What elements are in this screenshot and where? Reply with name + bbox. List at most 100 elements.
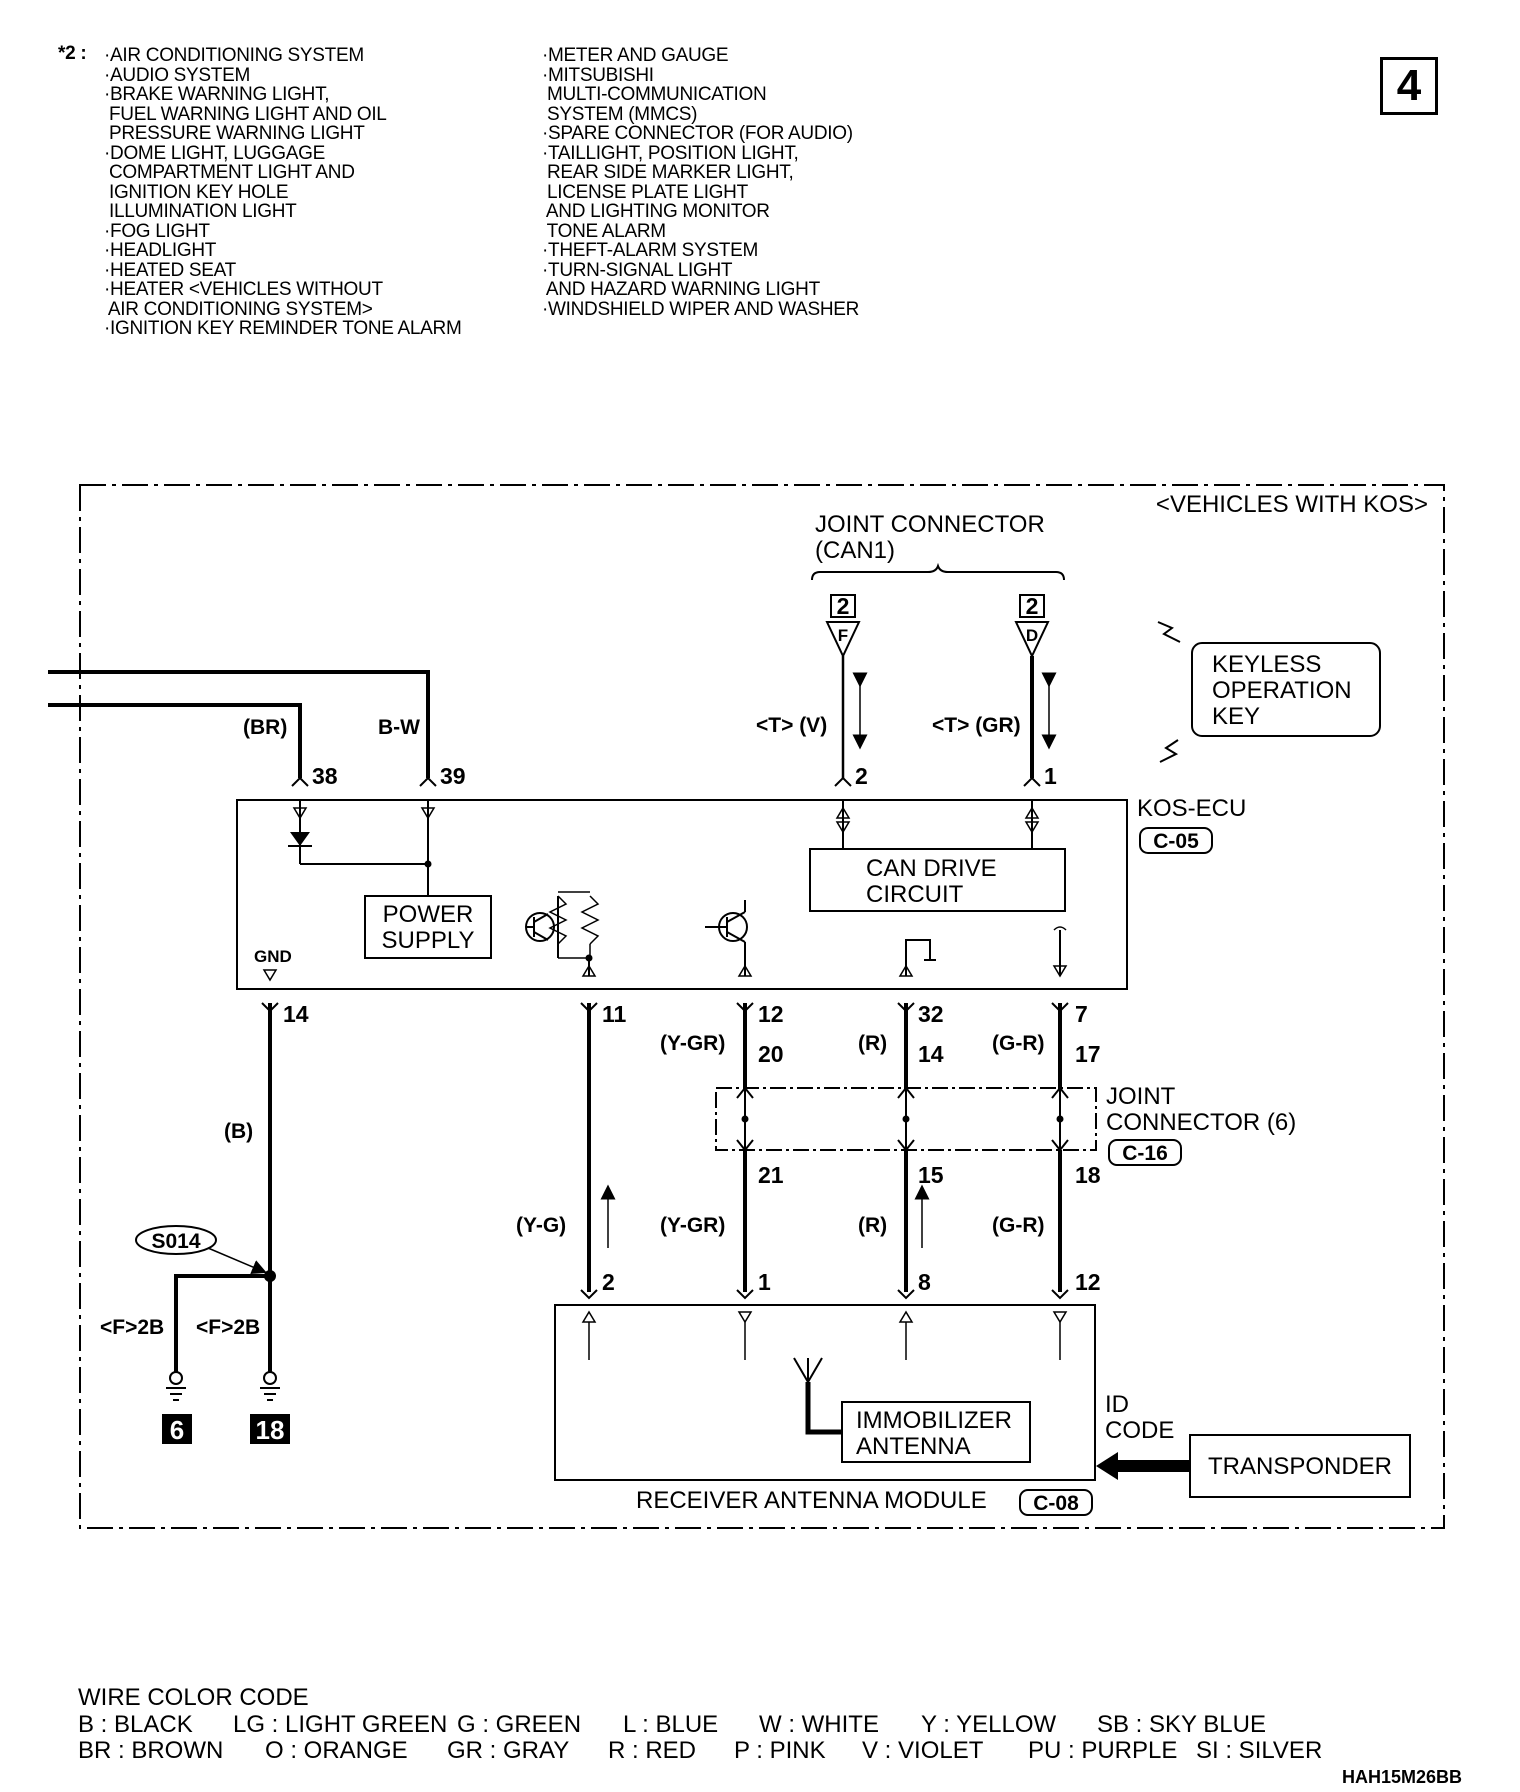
note-item: ·AUDIO SYSTEM xyxy=(104,64,251,86)
can-drive-line2: CIRCUIT xyxy=(866,881,964,908)
wire-label-r-low: (R) xyxy=(858,1214,887,1237)
note-item: REAR SIDE MARKER LIGHT, xyxy=(542,162,794,183)
ground-icon xyxy=(166,1371,186,1401)
receiver-label: RECEIVER ANTENNA MODULE xyxy=(636,1487,987,1514)
ground-a-label: <F>2B xyxy=(100,1316,164,1339)
joint6-pins xyxy=(736,1086,1069,1152)
pin-12: 12 xyxy=(758,1001,784,1027)
jpin-14: 14 xyxy=(918,1041,944,1067)
keyless-line1: KEYLESS xyxy=(1212,651,1321,678)
gnd-label: GND xyxy=(254,947,292,966)
legend-item: PU : PURPLE xyxy=(1028,1737,1178,1764)
note-item: TONE ALARM xyxy=(542,220,666,242)
note-item: COMPARTMENT LIGHT AND xyxy=(104,162,355,183)
transponder-box xyxy=(1189,1434,1411,1498)
note-item: ·HEADLIGHT xyxy=(104,240,217,261)
legend-item: LG : LIGHT GREEN xyxy=(233,1711,448,1738)
power-supply-line1: POWER xyxy=(383,901,474,928)
transponder-label: TRANSPONDER xyxy=(1208,1453,1392,1480)
joint6-line2: CONNECTOR (6) xyxy=(1106,1109,1296,1136)
jpin-20: 20 xyxy=(758,1041,784,1067)
note-item: ·SPARE CONNECTOR (FOR AUDIO) xyxy=(542,123,853,144)
page-number-box: 4 xyxy=(1380,57,1438,115)
note-item: ·THEFT-ALARM SYSTEM xyxy=(542,240,758,261)
wire-label-ygr-top: (Y-GR) xyxy=(660,1032,725,1055)
legend-item: L : BLUE xyxy=(623,1711,719,1738)
legend-item: R : RED xyxy=(608,1737,697,1764)
note-list-left: ·AIR CONDITIONING SYSTEM ·AUDIO SYSTEM ·… xyxy=(104,46,462,339)
legend-item: G : GREEN xyxy=(457,1711,582,1738)
jpin-15: 15 xyxy=(918,1162,944,1188)
brace xyxy=(811,562,1065,581)
pin-f: F xyxy=(838,626,848,645)
variant-label: <VEHICLES WITH KOS> xyxy=(1156,491,1428,518)
wire-label-gr-low: (G-R) xyxy=(992,1214,1044,1237)
note-item: IGNITION KEY HOLE xyxy=(104,181,289,203)
keyless-key-box xyxy=(1191,642,1381,737)
legend-row-2: BR : BROWN O : ORANGE GR : GRAY R : RED … xyxy=(78,1737,1498,1765)
receiver-code: C-08 xyxy=(1033,1492,1079,1515)
legend-item: BR : BROWN xyxy=(78,1737,224,1764)
power-supply-box xyxy=(364,895,492,959)
wire-label-bw: B-W xyxy=(378,716,420,739)
ground-a-num: 6 xyxy=(170,1415,184,1445)
keyless-line2: OPERATION xyxy=(1212,677,1352,704)
joint-can1-title: JOINT CONNECTOR xyxy=(815,511,1045,538)
legend-title: WIRE COLOR CODE xyxy=(78,1684,309,1711)
note-item: ·WINDSHIELD WIPER AND WASHER xyxy=(542,298,860,320)
legend-item: SB : SKY BLUE xyxy=(1097,1711,1266,1738)
kos-ecu-code: C-05 xyxy=(1153,830,1199,853)
note-item: ·HEATED SEAT xyxy=(104,259,236,281)
note-item: ·TAILLIGHT, POSITION LIGHT, xyxy=(542,142,799,164)
joint6-code-box xyxy=(1108,1139,1182,1166)
immobilizer-line2: ANTENNA xyxy=(856,1433,971,1460)
legend-item: B : BLACK xyxy=(78,1711,193,1738)
legend-row-1: B : BLACK LG : LIGHT GREEN G : GREEN L :… xyxy=(78,1711,1498,1739)
joint6-code: C-16 xyxy=(1122,1142,1168,1165)
note-marker: *2 : xyxy=(58,43,87,64)
jpin-21: 21 xyxy=(758,1162,784,1188)
note-item: PRESSURE WARNING LIGHT xyxy=(104,123,365,144)
resistor-icon xyxy=(548,895,568,945)
wire-bw xyxy=(48,670,430,778)
can-drive-line1: CAN DRIVE xyxy=(866,855,997,882)
rpin-12: 12 xyxy=(1075,1269,1101,1295)
legend-item: P : PINK xyxy=(734,1737,826,1764)
antenna-icon xyxy=(793,1357,823,1384)
kos-ecu-box xyxy=(236,799,1128,990)
note-item: LICENSE PLATE LIGHT xyxy=(542,181,748,203)
note-item: ·MITSUBISHI xyxy=(542,64,654,86)
radio-wave-icon xyxy=(1157,621,1181,643)
legend-item: Y : YELLOW xyxy=(921,1711,1057,1738)
kos-ecu-code-box xyxy=(1139,827,1213,854)
jpin-17: 17 xyxy=(1075,1041,1101,1067)
figure-id: HAH15M26BB xyxy=(1341,1767,1462,1787)
wire-label-tv: <T> (V) xyxy=(756,714,827,737)
note-item: AND HAZARD WARNING LIGHT xyxy=(542,279,820,300)
jpin-18: 18 xyxy=(1075,1162,1101,1188)
note-item: ·BRAKE WARNING LIGHT, xyxy=(104,84,330,105)
pin-11: 11 xyxy=(602,1001,627,1027)
resistor-icon xyxy=(580,895,600,945)
radio-wave-icon xyxy=(1159,739,1179,763)
pin-d: D xyxy=(1026,626,1038,645)
ground-b-badge xyxy=(250,1414,290,1444)
legend-item: W : WHITE xyxy=(759,1711,879,1738)
immobilizer-line1: IMMOBILIZER xyxy=(856,1407,1012,1434)
note-item: ·HEATER <VEHICLES WITHOUT xyxy=(104,279,383,300)
pin-2: 2 xyxy=(855,763,868,789)
legend-item: GR : GRAY xyxy=(447,1737,570,1764)
id-code-line2: CODE xyxy=(1105,1417,1174,1444)
wire-label-br: (BR) xyxy=(243,716,287,739)
power-supply-line2: SUPPLY xyxy=(382,927,475,954)
joint6-line1: JOINT xyxy=(1106,1083,1176,1110)
rpin-2: 2 xyxy=(602,1269,615,1295)
connector-mark xyxy=(291,776,309,787)
note-item: ·METER AND GAUGE xyxy=(542,45,729,66)
note-list-right: ·METER AND GAUGE ·MITSUBISHI MULTI-COMMU… xyxy=(542,46,859,319)
ground-icon xyxy=(260,1371,280,1401)
wire-label-b: (B) xyxy=(224,1120,253,1143)
ground-a-badge xyxy=(162,1414,192,1444)
diagram-frame xyxy=(79,484,1445,1529)
